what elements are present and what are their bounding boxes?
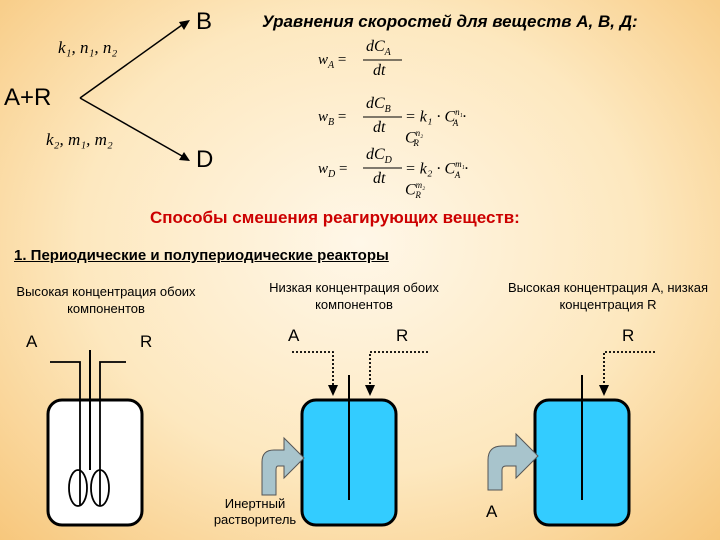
inert-arrow: [261, 436, 305, 496]
eq-wb-den: dt: [373, 119, 386, 136]
eq-wb-rhs: = k₁ · Cn₁A · Cn₂R: [405, 107, 467, 149]
eq-wa-num: dCA: [366, 38, 391, 59]
product-b: B: [196, 8, 213, 35]
reactor-2-caption: Низкая концентрация обоих компонентов: [269, 280, 439, 312]
reactor-1-label-r: R: [140, 332, 153, 351]
arrow-to-b: [79, 24, 183, 99]
eq-wb-num: dCB: [366, 95, 391, 116]
reactor-2: [261, 351, 428, 527]
eq-wa-lhs: wA =: [318, 52, 347, 71]
mixing-title: Способы смешения реагирующих веществ:: [150, 208, 520, 227]
reactor-2-label-a: A: [288, 326, 300, 345]
eq-wd-den: dt: [373, 170, 386, 187]
reactor-1: [46, 350, 144, 527]
product-d: D: [196, 146, 214, 173]
feed-a-arrow: [487, 432, 539, 491]
arrow-to-d: [79, 97, 183, 157]
eq-wb-lhs: wB =: [318, 109, 347, 128]
reactor-1-caption: Высокая концентрация обоих компонентов: [16, 284, 196, 316]
k2-params: k₂, m₁, m₂: [46, 130, 113, 149]
eq-wa-den: dt: [373, 62, 386, 79]
eq-wd-num: dCD: [366, 146, 392, 167]
inert-solvent-label: Инертный растворитель: [213, 496, 297, 527]
eq-wd-rhs: = k₂ · Cm₁A · Cm₂R: [405, 159, 469, 201]
reactor-2-label-r: R: [396, 326, 409, 345]
k1-params: k₁, n₁, n₂: [58, 38, 118, 57]
reactants: A+R: [4, 84, 52, 111]
reactor-1-label-a: A: [26, 332, 38, 351]
reactor-3: [487, 351, 655, 527]
reactor-3-label-r: R: [622, 326, 635, 345]
section-title: 1. Периодические и полупериодические реа…: [14, 247, 389, 264]
reactor-3-label-a: A: [486, 502, 498, 521]
arrowhead-d: [179, 152, 190, 161]
eq-wd-lhs: wD =: [318, 161, 348, 180]
arrowhead-b: [179, 20, 190, 30]
reactor-3-caption: Высокая концентрация А, низкая концентра…: [507, 280, 708, 312]
equations-title: Уравнения скоростей для веществ А, В, Д:: [262, 12, 638, 31]
